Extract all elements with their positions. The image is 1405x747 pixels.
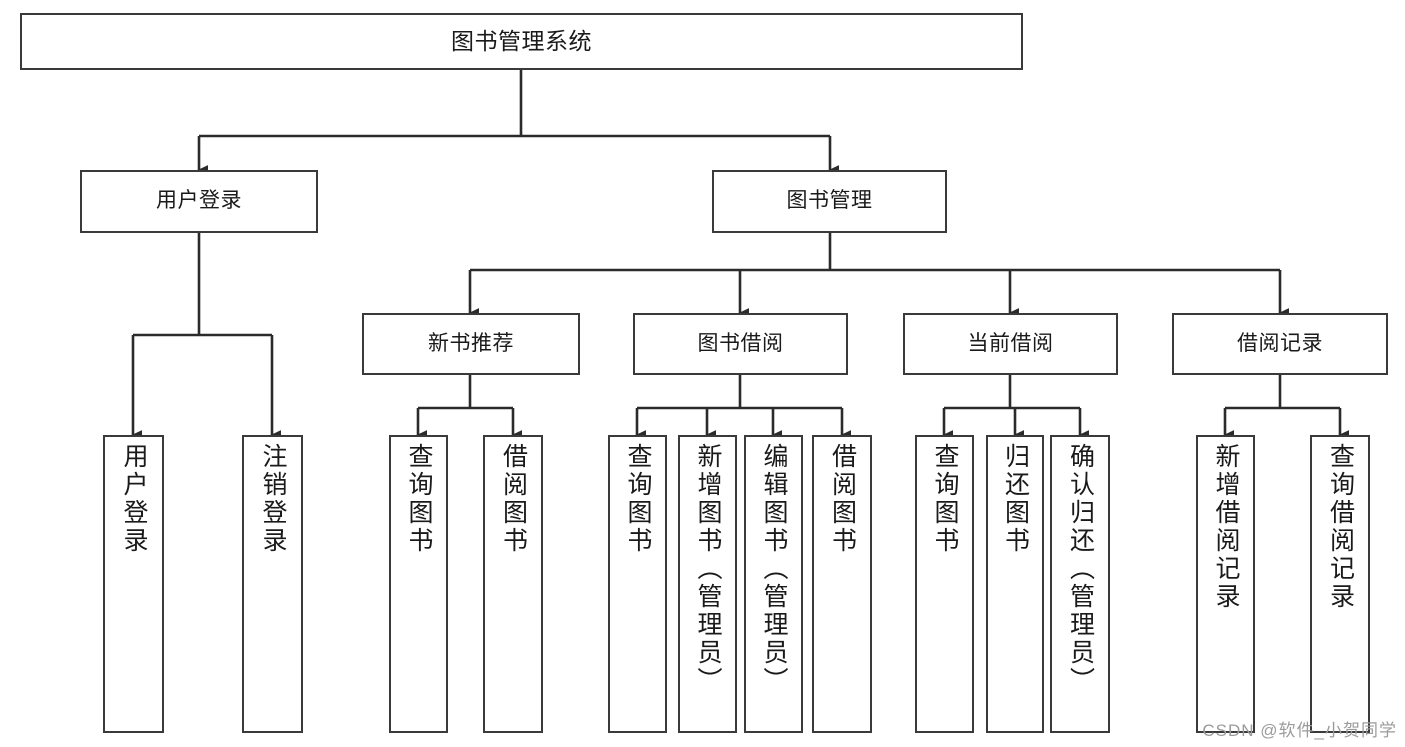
node-label: 借阅记录 bbox=[1237, 331, 1323, 355]
leaf-current-query-book[interactable]: 查询图书 bbox=[915, 435, 974, 733]
node-label: 借阅图书 bbox=[499, 443, 528, 555]
leaf-user-login[interactable]: 用户登录 bbox=[103, 435, 164, 733]
leaf-borrow-borrow-book[interactable]: 借阅图书 bbox=[812, 435, 872, 733]
node-label: 用户登录 bbox=[156, 189, 242, 213]
node-label: 确认归还（管理员） bbox=[1066, 443, 1095, 695]
leaf-newbook-query-book[interactable]: 查询图书 bbox=[389, 435, 448, 733]
leaf-borrow-edit-book-admin[interactable]: 编辑图书（管理员） bbox=[744, 435, 803, 733]
node-borrow-record[interactable]: 借阅记录 bbox=[1172, 313, 1388, 375]
node-label: 借阅图书 bbox=[828, 443, 857, 555]
leaf-newbook-borrow-book[interactable]: 借阅图书 bbox=[483, 435, 543, 733]
node-label: 查询借阅记录 bbox=[1326, 443, 1355, 611]
node-label: 新增图书（管理员） bbox=[694, 443, 722, 695]
leaf-borrow-add-book-admin[interactable]: 新增图书（管理员） bbox=[678, 435, 737, 733]
node-label: 注销登录 bbox=[259, 443, 287, 555]
node-label: 归还图书 bbox=[1001, 443, 1030, 555]
node-label: 用户登录 bbox=[120, 443, 148, 555]
node-book-borrow[interactable]: 图书借阅 bbox=[633, 313, 848, 375]
leaf-user-logout[interactable]: 注销登录 bbox=[242, 435, 303, 733]
leaf-current-return-book[interactable]: 归还图书 bbox=[986, 435, 1044, 733]
leaf-record-add-record[interactable]: 新增借阅记录 bbox=[1196, 435, 1255, 733]
node-new-book-recommend[interactable]: 新书推荐 bbox=[362, 313, 580, 375]
node-label: 当前借阅 bbox=[967, 331, 1054, 355]
leaf-borrow-query-book[interactable]: 查询图书 bbox=[608, 435, 667, 733]
leaf-current-confirm-return-admin[interactable]: 确认归还（管理员） bbox=[1050, 435, 1110, 733]
node-book-management[interactable]: 图书管理 bbox=[712, 170, 947, 233]
node-user-login[interactable]: 用户登录 bbox=[80, 170, 318, 233]
node-label: 新增借阅记录 bbox=[1212, 443, 1240, 611]
node-root-system[interactable]: 图书管理系统 bbox=[20, 13, 1023, 70]
node-label: 查询图书 bbox=[405, 443, 433, 555]
watermark: CSDN @软件_小贺同学 bbox=[1202, 721, 1397, 740]
node-label: 图书管理 bbox=[786, 189, 873, 213]
node-label: 新书推荐 bbox=[428, 331, 514, 355]
node-label: 编辑图书（管理员） bbox=[760, 443, 788, 695]
node-current-borrow[interactable]: 当前借阅 bbox=[903, 313, 1118, 375]
node-label: 图书借阅 bbox=[697, 331, 784, 355]
leaf-record-query-record[interactable]: 查询借阅记录 bbox=[1310, 435, 1370, 733]
node-label: 查询图书 bbox=[931, 443, 959, 555]
node-label: 图书管理系统 bbox=[451, 27, 592, 54]
node-label: 查询图书 bbox=[624, 443, 652, 555]
